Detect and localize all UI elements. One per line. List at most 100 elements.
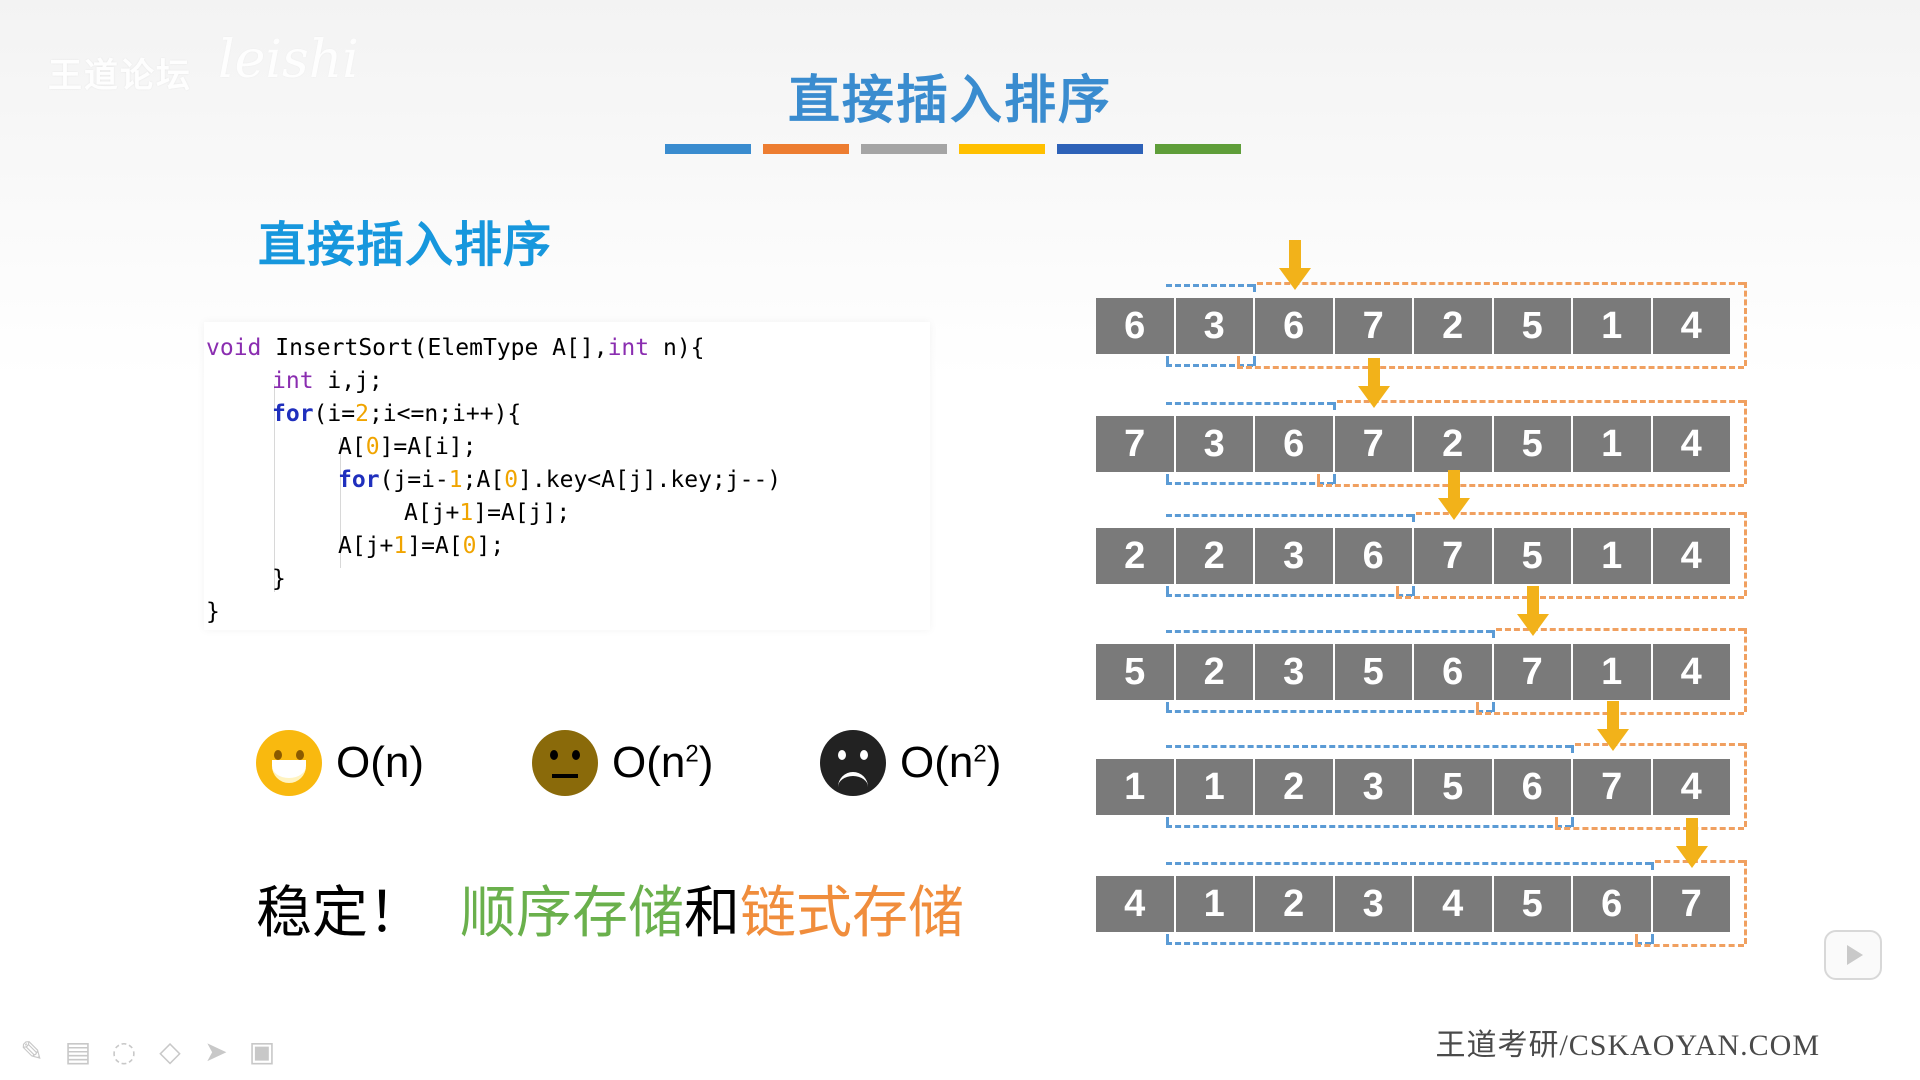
array-cell: 1: [1573, 416, 1651, 472]
arrow-head: [1437, 498, 1470, 520]
array-cell: 2: [1175, 644, 1253, 700]
code-token: 0: [365, 434, 380, 460]
array-cell: 4: [1652, 298, 1730, 354]
code-token: 0: [462, 533, 477, 559]
insert-arrow-icon: [1676, 818, 1709, 870]
array-cell: 6: [1414, 644, 1492, 700]
neutral-face-icon: [532, 730, 598, 796]
array-cell: 2: [1414, 416, 1492, 472]
unsorted-bracket-side: [1634, 934, 1638, 944]
face-eye: [274, 750, 282, 760]
face-mouth: [552, 774, 578, 778]
array-cell: 5: [1493, 416, 1571, 472]
array-cell: 2: [1175, 528, 1253, 584]
title-color-bar: [959, 144, 1045, 154]
title-color-bar: [1155, 144, 1241, 154]
code-token: ;i<=n;i++){: [368, 401, 522, 427]
unsorted-bracket-side: [1475, 702, 1479, 712]
arrow-stem: [1686, 818, 1699, 848]
face-mouth: [272, 760, 306, 783]
array-cell: 4: [1652, 644, 1730, 700]
sorted-bracket-side: [1165, 586, 1169, 596]
complexity-label: O(n): [336, 738, 424, 788]
code-guide-2: [340, 438, 341, 568]
code-guide-1: [274, 384, 275, 592]
title-color-bar: [861, 144, 947, 154]
sorted-bracket-bottom: [1165, 364, 1253, 367]
array-cell: 2: [1255, 876, 1333, 932]
unsorted-bracket-top: [1416, 512, 1744, 515]
sorted-bracket-side: [1165, 817, 1169, 827]
camera-icon[interactable]: ▣: [248, 1035, 276, 1068]
sorted-bracket-side: [1491, 702, 1495, 712]
insert-arrow-icon: [1596, 701, 1629, 753]
code-line: for(i=2;i<=n;i++){: [272, 398, 521, 430]
code-token: 0: [504, 467, 519, 493]
code-token: 1: [448, 467, 463, 493]
array-cell: 4: [1652, 528, 1730, 584]
storage-text: 顺序存储和链式存储: [460, 868, 964, 949]
arrow-stem: [1606, 701, 1619, 731]
play-button[interactable]: [1824, 930, 1882, 980]
array-cell: 2: [1096, 528, 1174, 584]
array-cell: 5: [1334, 644, 1412, 700]
unsorted-bracket-top: [1575, 743, 1744, 746]
watermark-logo: 王道论坛: [48, 56, 192, 96]
sorted-bracket-top: [1165, 745, 1571, 748]
array-cell: 1: [1096, 759, 1174, 815]
array-cell: 7: [1096, 416, 1174, 472]
slide-icon[interactable]: ▤: [64, 1035, 92, 1068]
complexity-neutral: O(n2): [532, 728, 713, 798]
code-token: A[j+: [404, 500, 460, 526]
code-token: ]=A[i];: [379, 434, 477, 460]
slide-title: 直接插入排序: [787, 71, 1112, 131]
array-cell: 6: [1573, 876, 1651, 932]
arrow-stem: [1288, 240, 1301, 270]
unsorted-bracket-side: [1744, 743, 1747, 827]
storage-sequential: 顺序存储: [460, 881, 684, 946]
array-cell: 3: [1255, 528, 1333, 584]
arrow-stem: [1368, 358, 1381, 388]
pen-icon[interactable]: ✎: [20, 1035, 44, 1068]
unsorted-bracket-side: [1744, 860, 1747, 944]
sad-face-icon: [820, 730, 886, 796]
pointer-icon[interactable]: ➤: [204, 1035, 228, 1068]
code-line: }: [206, 596, 220, 628]
array-cell: 6: [1493, 759, 1571, 815]
code-line: A[j+1]=A[j];: [404, 497, 570, 529]
code-token: ];: [476, 533, 505, 559]
sorted-bracket-side: [1253, 356, 1256, 366]
sorted-bracket-side: [1165, 934, 1169, 944]
face-eye: [550, 750, 558, 760]
array-cell: 4: [1096, 876, 1174, 932]
sorted-bracket-side: [1332, 402, 1336, 410]
stability-text: 稳定！: [256, 881, 424, 946]
title-color-bar: [665, 144, 751, 154]
complexity-base: O(n: [612, 738, 686, 787]
sorted-bracket-side: [1412, 514, 1415, 522]
insert-arrow-icon: [1358, 358, 1391, 410]
face-eye: [860, 750, 868, 760]
sorted-bracket-top: [1165, 630, 1492, 633]
array-cell: 2: [1255, 759, 1333, 815]
insert-arrow-icon: [1437, 470, 1470, 522]
array-cell: 2: [1414, 298, 1492, 354]
sorted-bracket-side: [1571, 817, 1574, 827]
unsorted-bracket-bottom: [1237, 366, 1744, 369]
code-token: 1: [393, 533, 408, 559]
eraser-icon[interactable]: ◇: [159, 1035, 181, 1068]
code-token: A[: [338, 434, 366, 460]
footer-brand: 王道考研/CSKAOYAN.COM: [1435, 1029, 1820, 1062]
unsorted-bracket-side: [1316, 474, 1320, 484]
code-token: 1: [459, 500, 474, 526]
array-cell: 7: [1414, 528, 1492, 584]
code-token: void: [206, 335, 262, 361]
complexity-sad: O(n2): [820, 728, 1001, 798]
complexity-smile: O(n): [256, 728, 424, 798]
array-cell: 7: [1573, 759, 1651, 815]
lasso-icon[interactable]: ◌: [111, 1035, 137, 1068]
complexity-exponent: 2: [685, 740, 699, 768]
unsorted-bracket-side: [1744, 512, 1747, 596]
unsorted-bracket-top: [1336, 400, 1744, 403]
complexity-tail: ): [409, 738, 425, 787]
